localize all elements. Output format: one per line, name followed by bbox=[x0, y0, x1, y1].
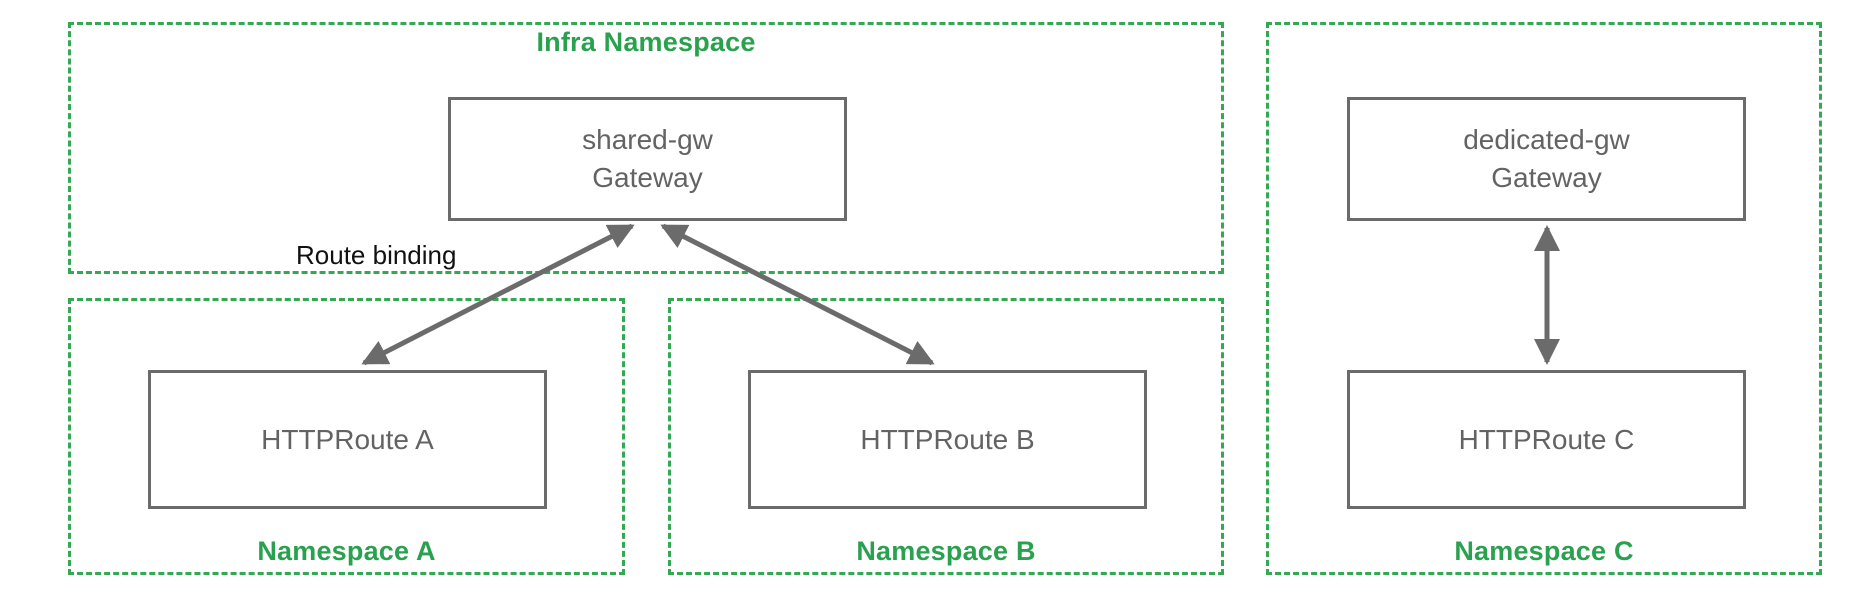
resource-box-httproute-b[interactable]: HTTPRoute B bbox=[748, 370, 1147, 509]
namespace-box-b bbox=[668, 298, 1224, 575]
resource-box-httproute-a[interactable]: HTTPRoute A bbox=[148, 370, 547, 509]
namespace-label-infra: Infra Namespace bbox=[536, 27, 756, 57]
namespace-label-c: Namespace C bbox=[1454, 536, 1634, 566]
resource-box-httproute-c[interactable]: HTTPRoute C bbox=[1347, 370, 1746, 509]
resource-box-shared-gw[interactable]: shared-gw Gateway bbox=[448, 97, 847, 221]
edge-label-route-binding: Route binding bbox=[296, 240, 457, 270]
namespace-box-c bbox=[1266, 22, 1822, 575]
resource-box-dedicated-gw[interactable]: dedicated-gw Gateway bbox=[1347, 97, 1746, 221]
namespace-label-a: Namespace A bbox=[257, 536, 436, 566]
namespace-label-b: Namespace B bbox=[856, 536, 1036, 566]
namespace-box-infra bbox=[68, 22, 1224, 274]
namespace-box-a bbox=[68, 298, 625, 575]
